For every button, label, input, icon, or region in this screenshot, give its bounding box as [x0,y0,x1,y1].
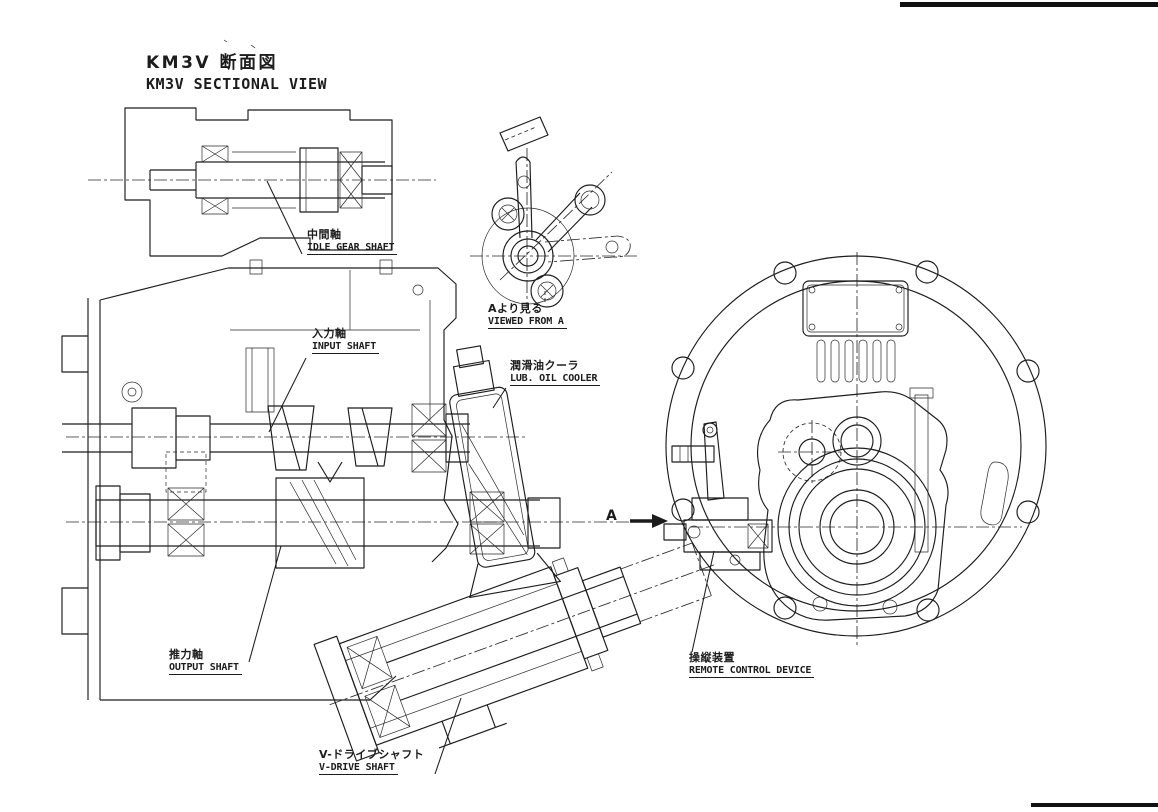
scan-marks [223,39,256,49]
viewed-from-a-view [470,116,640,308]
label-lub-oil-cooler-en: LUB. OIL COOLER [510,373,601,387]
label-v-drive-shaft-en: V-DRIVE SHAFT [319,762,398,776]
label-remote-control-device: 操縦装置 REMOTE CONTROL DEVICE [689,651,815,679]
label-input-shaft-jp: 入力軸 [312,327,347,340]
drawing-title: KM3V 断面図 KM3V SECTIONAL VIEW [146,48,327,93]
label-output-shaft-en: OUTPUT SHAFT [169,662,242,676]
flange-bolt-holes [671,260,1040,622]
idle-gear-shaft-view [88,107,436,257]
label-viewed-from-a: Aより見る VIEWED FROM A [488,302,567,330]
page-border-bottom [1031,803,1158,807]
label-input-shaft: 入力軸 INPUT SHAFT [312,327,380,355]
label-input-shaft-en: INPUT SHAFT [312,341,380,355]
drawing-title-en: KM3V SECTIONAL VIEW [146,75,328,93]
page-border-top [900,2,1158,7]
inspection-cover [802,280,909,337]
label-v-drive-shaft-jp: V-ドライブシャフト [319,748,425,761]
label-idle-gear-shaft-en: IDLE GEAR SHAFT [307,242,398,256]
remote-control-assembly [663,421,773,571]
input-shaft-assembly [62,403,525,483]
v-drive-assembly [313,542,716,762]
leader-lines [248,180,715,775]
label-viewed-from-a-jp: Aより見る [488,302,543,315]
label-lub-oil-cooler: 潤滑油クーラ LUB. OIL COOLER [510,359,601,387]
label-lub-oil-cooler-jp: 潤滑油クーラ [510,359,579,372]
label-remote-control-device-jp: 操縦装置 [689,651,735,664]
label-output-shaft-jp: 推力軸 [169,648,204,661]
view-direction-arrow [630,514,668,528]
gear-case [228,259,459,563]
rear-view [663,252,1047,648]
label-remote-control-device-en: REMOTE CONTROL DEVICE [689,665,815,679]
label-idle-gear-shaft: 中間軸 IDLE GEAR SHAFT [307,228,398,256]
output-shaft-assembly [66,477,648,569]
vent-slots [816,339,896,383]
label-output-shaft: 推力軸 OUTPUT SHAFT [169,648,242,676]
label-v-drive-shaft: V-ドライブシャフト V-DRIVE SHAFT [319,748,425,776]
gear-case-rear [757,387,1009,621]
label-idle-gear-shaft-jp: 中間軸 [307,228,342,241]
view-marker-letter: A [606,508,617,524]
drawing-title-jp: KM3V 断面図 [146,53,278,73]
label-viewed-from-a-en: VIEWED FROM A [488,316,567,330]
main-sectional-view [61,259,716,762]
